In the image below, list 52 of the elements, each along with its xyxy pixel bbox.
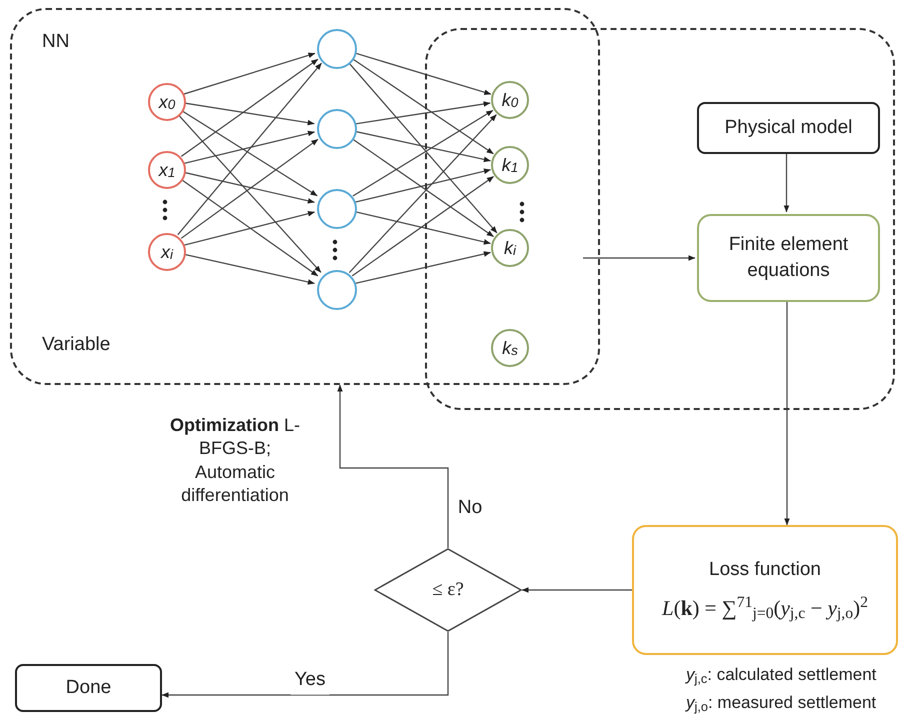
hidden-node (317, 109, 357, 149)
arrow (352, 110, 494, 197)
arrow (178, 114, 322, 273)
arrow (184, 211, 315, 246)
process-box: Physical model (697, 102, 880, 154)
arrow (184, 172, 315, 204)
output-node: k$_{i}$ (491, 229, 529, 267)
arrow (522, 587, 632, 593)
arrow (184, 130, 315, 164)
arrow (784, 152, 790, 212)
arrow (352, 138, 494, 238)
arrow (337, 384, 449, 548)
arrow (180, 179, 318, 276)
arrow (180, 138, 318, 239)
arrow (355, 211, 491, 245)
decision-label: ≤ ε? (432, 578, 464, 602)
hidden-node (317, 29, 357, 69)
group-label: Variable (42, 332, 110, 356)
output-node: k$_{1}$ (491, 146, 529, 184)
input-node: x$_{1}$ (148, 151, 186, 189)
process-box: Done (15, 664, 162, 712)
arrow (162, 632, 449, 698)
arrow (182, 110, 318, 196)
arrow (180, 58, 318, 157)
arrow (355, 251, 491, 284)
hidden-node (317, 270, 357, 310)
output-node: k$_{0}$ (491, 81, 529, 119)
box-heading: Loss function (709, 558, 821, 582)
formula: L(k) = ∑$^{71}$$_{j=0}$(y$_{j,c}$ − y$_{j,o}$)$^{2}$ (662, 592, 868, 624)
loss-function-box (632, 525, 898, 655)
arrow (184, 102, 315, 126)
arrow (184, 254, 315, 285)
arrow (355, 130, 491, 162)
arrow (177, 62, 322, 236)
arrow (583, 255, 696, 261)
arrow (355, 168, 491, 203)
arrow (348, 114, 497, 273)
hidden-node (317, 189, 357, 229)
arrow (352, 176, 494, 276)
annotation-text: Optimization L-BFGS-B; Automatic differentiation (168, 414, 301, 508)
input-node: x$_{0}$ (148, 83, 186, 121)
group-label: NN (42, 30, 70, 54)
arrow (352, 58, 494, 154)
input-node: x$_{i}$ (148, 233, 186, 271)
variable-definition: y$_{j,o}$: measured settlement (686, 692, 876, 716)
variable-definition: y$_{j,c}$: calculated settlement (686, 664, 876, 688)
output-node: k$_{s}$ (491, 329, 529, 367)
arrow (348, 62, 498, 234)
arrow (784, 300, 790, 526)
decision-diamond (374, 548, 522, 632)
process-box: Finite element equations (697, 214, 880, 302)
arrow (356, 101, 491, 124)
